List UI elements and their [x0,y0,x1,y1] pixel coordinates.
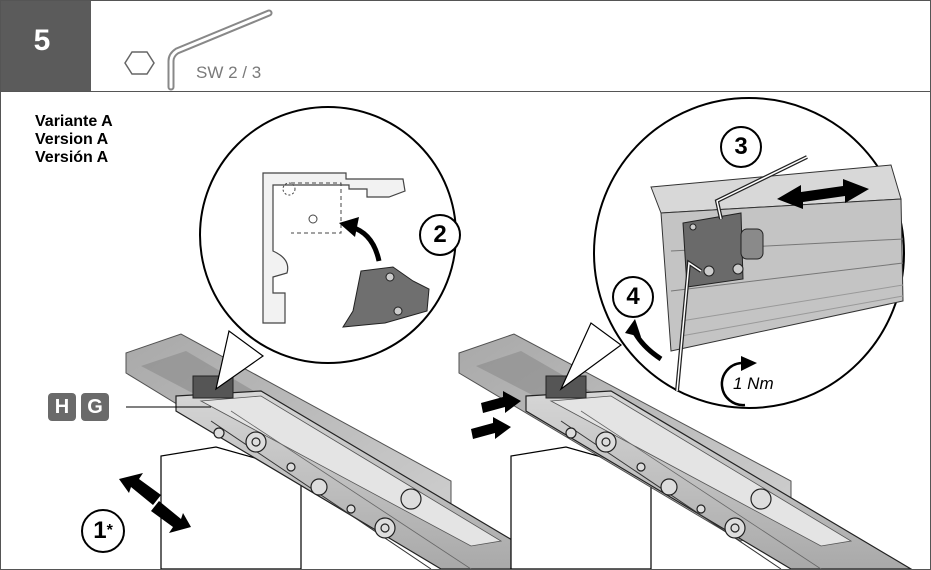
callout-2: 2 [419,214,461,256]
torque-label: 1 Nm [733,374,774,393]
bolts-left [213,427,422,539]
badge-h: H [48,393,76,421]
hexagon-icon [124,51,155,75]
step-number: 5 [1,1,91,91]
profile-outline [262,172,406,324]
zoom-circle-left [199,106,457,364]
zoom-wedge-left [215,329,265,391]
allen-key-icon [167,9,273,91]
bolts-right [565,427,772,539]
move-arrows-left [119,473,191,533]
adjust-double-arrow [777,179,869,209]
callout-3: 3 [720,126,762,168]
torque-arc [720,361,746,407]
callout-4: 4 [612,276,654,318]
variant-line-de: Variante A [35,113,113,130]
callout-1: 1* [81,509,125,553]
left-scene [119,106,563,569]
variant-label: Variante A Version A Versión A [35,113,113,167]
header: 5 SW 2 / 3 [1,1,930,92]
variant-line-fr: Version A [35,131,109,148]
callout-1-number: 1 [93,517,107,544]
clip-part [342,266,430,328]
badge-g: G [81,393,109,421]
right-scene [458,97,913,569]
tool-icons [124,9,273,91]
push-arrows-right [471,391,521,439]
callout-1-asterisk: * [106,522,113,539]
tool-size-label: SW 2 / 3 [196,63,262,82]
variant-line-es: Versión A [35,149,109,166]
zoom-wedge-right [559,322,623,391]
